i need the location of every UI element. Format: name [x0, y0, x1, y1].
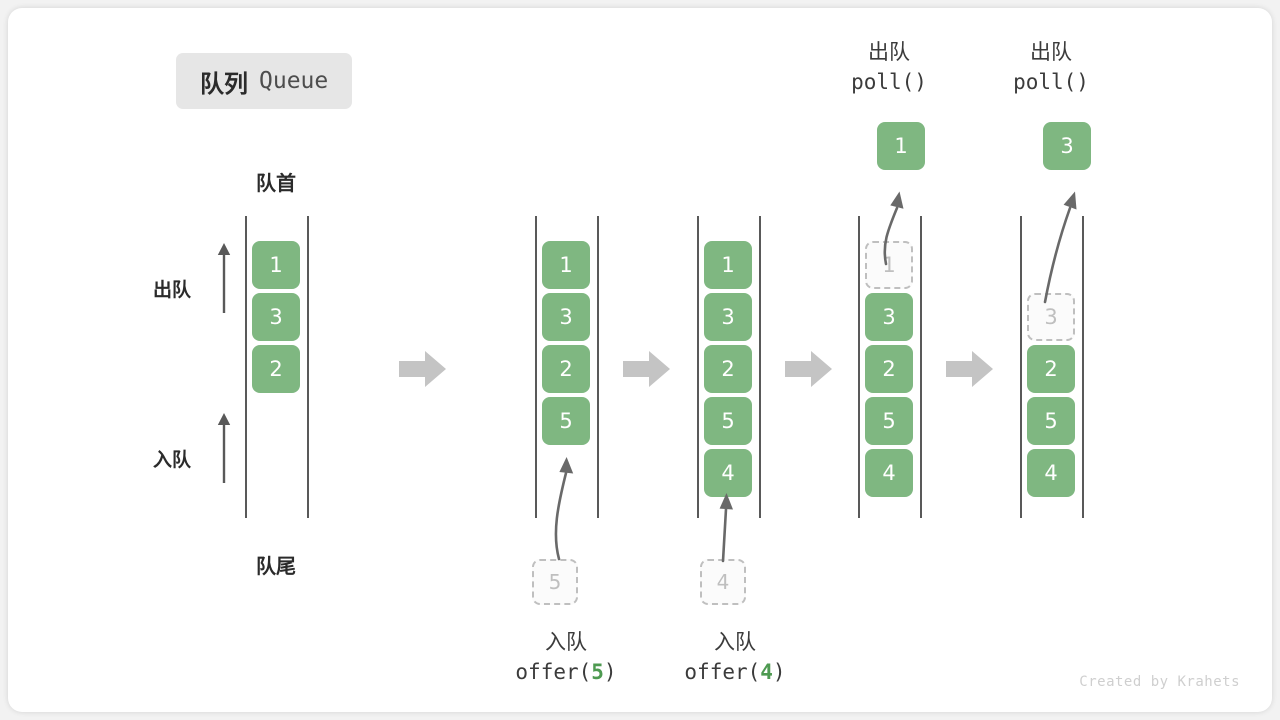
queue-rail-left [535, 216, 537, 518]
enqueue-motion-arrow-icon [554, 457, 574, 561]
dequeued-element: 1 [877, 122, 925, 170]
queue-rail-right [920, 216, 922, 518]
queue-rail-right [759, 216, 761, 518]
step-arrow-icon [623, 350, 671, 388]
diagram-title-badge: 队列 Queue [176, 53, 353, 109]
enqueue-direction-label: 入队 [153, 449, 192, 471]
queue-cell: 3 [704, 293, 752, 341]
queue-rail-left [697, 216, 699, 518]
incoming-element-ghost: 5 [532, 559, 578, 605]
queue-cell: 2 [542, 345, 590, 393]
operation-caption-zh: 出队 [1030, 40, 1072, 64]
queue-cell: 4 [865, 449, 913, 497]
queue-cell: 4 [1027, 449, 1075, 497]
step-arrow-icon [946, 350, 994, 388]
queue-cell-ghost: 3 [1027, 293, 1075, 341]
queue-cell: 1 [252, 241, 300, 289]
step-arrow-icon [785, 350, 833, 388]
queue-cell: 5 [865, 397, 913, 445]
queue-cell-ghost: 1 [865, 241, 913, 289]
code-prefix: offer( [515, 659, 592, 684]
queue-cell: 1 [704, 241, 752, 289]
queue-cell: 5 [542, 397, 590, 445]
code-arg: 5 [591, 659, 604, 684]
operation-caption-offer-5: 入队 offer(5) [456, 628, 676, 688]
queue-cell: 2 [252, 345, 300, 393]
operation-caption-code: offer(4) [625, 658, 845, 688]
queue-rail-left [858, 216, 860, 518]
queue-cell: 4 [704, 449, 752, 497]
queue-rail-left [245, 216, 247, 518]
queue-cell: 5 [704, 397, 752, 445]
queue-rail-right [307, 216, 309, 518]
operation-caption-poll-3: 出队 poll() [941, 38, 1161, 98]
queue-cell: 2 [704, 345, 752, 393]
credit-text: Created by Krahets [1079, 674, 1240, 690]
queue-cell: 2 [865, 345, 913, 393]
queue-rail-right [597, 216, 599, 518]
queue-cell: 2 [1027, 345, 1075, 393]
queue-head-label: 队首 [256, 171, 296, 195]
queue-cell: 5 [1027, 397, 1075, 445]
operation-caption-zh: 出队 [868, 40, 910, 64]
code-prefix: offer( [684, 659, 761, 684]
operation-caption-code: poll() [941, 68, 1161, 98]
code-arg: 4 [760, 659, 773, 684]
dequeue-direction-label: 出队 [153, 279, 192, 301]
code-suffix: ) [914, 69, 927, 94]
operation-caption-poll-1: 出队 poll() [779, 38, 999, 98]
code-suffix: ) [1076, 69, 1089, 94]
queue-rail-left [1020, 216, 1022, 518]
code-suffix: ) [772, 659, 786, 684]
dequeued-element: 3 [1043, 122, 1091, 170]
operation-caption-code: poll() [779, 68, 999, 98]
operation-caption-zh: 入队 [545, 630, 587, 654]
incoming-element-ghost: 4 [700, 559, 746, 605]
dequeue-motion-arrow-icon [883, 191, 904, 266]
code-suffix: ) [603, 659, 617, 684]
code-prefix: poll( [851, 69, 915, 94]
queue-tail-label: 队尾 [256, 554, 296, 578]
operation-caption-offer-4: 入队 offer(4) [625, 628, 845, 688]
dequeue-direction-arrow-icon [216, 241, 232, 313]
code-prefix: poll( [1013, 69, 1077, 94]
operation-caption-code: offer(5) [456, 658, 676, 688]
operation-caption-zh: 入队 [714, 630, 756, 654]
queue-cell: 1 [542, 241, 590, 289]
diagram-card: 队列 Queue 队首 队尾 出队 入队 1 3 2 [8, 8, 1272, 712]
enqueue-direction-arrow-icon [216, 411, 232, 483]
title-en: Queue [259, 68, 329, 94]
title-zh: 队列 [200, 69, 248, 98]
step-arrow-icon [399, 350, 447, 388]
queue-cell: 3 [542, 293, 590, 341]
queue-cell: 3 [252, 293, 300, 341]
dequeue-motion-arrow-icon [1043, 191, 1077, 304]
queue-cell: 3 [865, 293, 913, 341]
queue-rail-right [1082, 216, 1084, 518]
enqueue-motion-arrow-icon [719, 493, 733, 563]
